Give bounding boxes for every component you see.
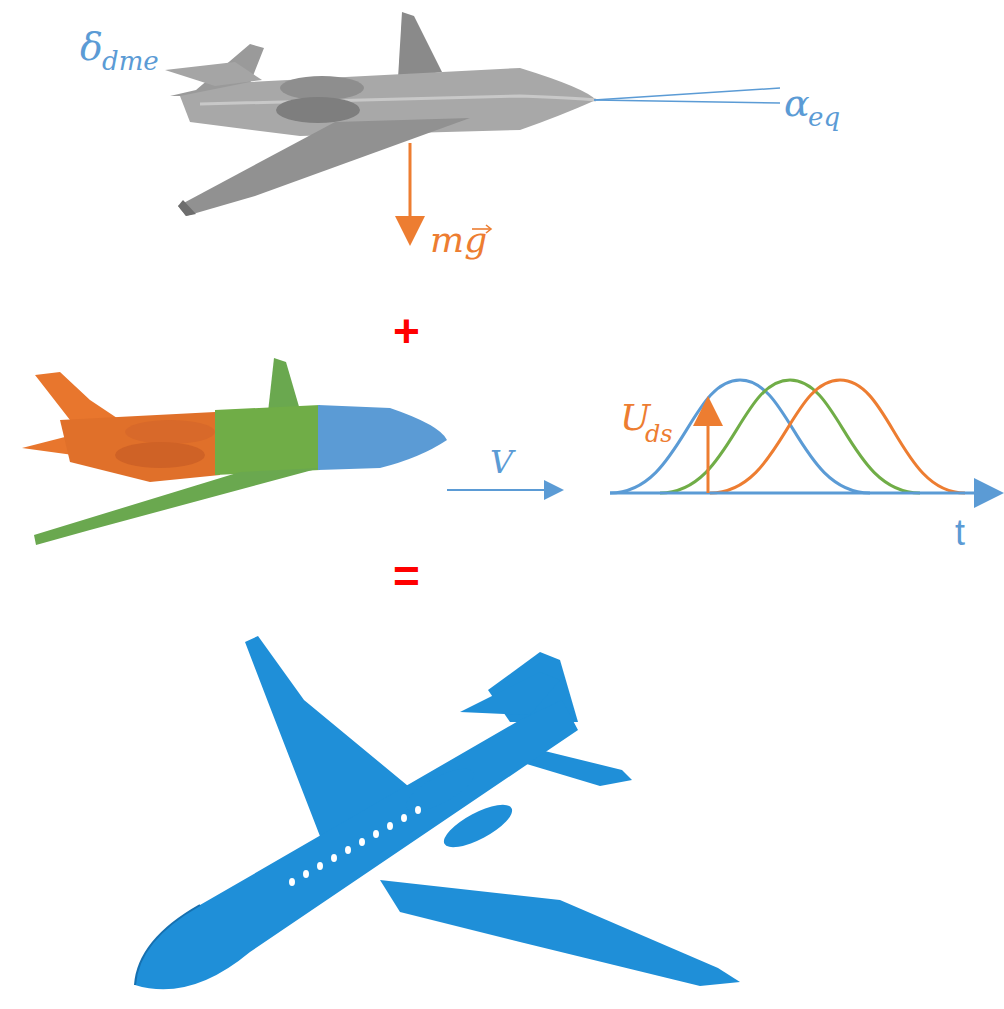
operator: = xyxy=(393,553,420,599)
subscript: eq xyxy=(808,104,840,130)
subscript: dme xyxy=(102,48,159,74)
grey-aircraft xyxy=(165,12,596,216)
force-label: mg xyxy=(430,222,487,258)
symbol: δ xyxy=(80,28,103,66)
aircraft-windows xyxy=(289,806,421,886)
axis-label: t xyxy=(955,515,965,551)
gust-profiles xyxy=(610,380,965,493)
segmented-aircraft xyxy=(22,358,447,545)
blue-aircraft xyxy=(135,636,740,989)
velocity-label: V xyxy=(490,446,513,478)
subscript: ds xyxy=(645,422,673,446)
symbol: α xyxy=(784,84,810,122)
operator: + xyxy=(393,308,420,354)
